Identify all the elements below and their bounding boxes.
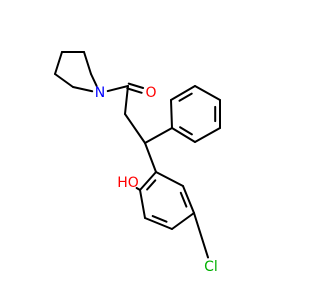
bond-aryl-inner-1 [146, 179, 157, 191]
atom-labels: N O HO Cl [95, 85, 218, 275]
bond-amide-n-c [106, 85, 129, 93]
bond-phenyl-2 [170, 85, 196, 101]
bond-chain-phenyl [144, 127, 173, 144]
bond-chain-2 [124, 113, 146, 144]
bond-phenyl-inner-1 [178, 92, 193, 102]
bond-aryl-4 [171, 212, 195, 230]
molecule-structure: N O HO Cl [54, 51, 221, 275]
bond-aryl-1 [139, 171, 157, 191]
bonds [54, 51, 221, 259]
bond-aryl-inner-3 [179, 191, 188, 208]
atom-label-hydroxyl: HO [117, 175, 139, 191]
bond-pyrrolidine-6 [54, 51, 63, 75]
bond-pyrrolidine-4 [72, 86, 94, 93]
bond-phenyl-3 [194, 85, 221, 101]
bond-pyrrolidine-2 [83, 51, 92, 75]
bond-pyrrolidine-3 [90, 73, 98, 87]
bond-carbonyl-a [126, 87, 143, 94]
bond-chain-1 [124, 85, 129, 115]
bond-pyrrolidine-5 [54, 73, 74, 88]
bond-chlorine [193, 212, 209, 259]
bond-hydroxyl [135, 187, 141, 191]
bond-phenyl-5 [194, 127, 221, 143]
atom-label-chlorine: Cl [204, 259, 218, 275]
bond-chain-aryl [144, 142, 157, 173]
bond-phenyl-1 [170, 99, 173, 129]
bond-phenyl-6 [171, 127, 196, 143]
bond-carbonyl-b [127, 82, 145, 89]
bond-aryl-5 [182, 185, 195, 214]
bond-aryl-inner-2 [151, 215, 168, 223]
bond-aryl-6 [155, 171, 184, 187]
atom-label-nitrogen: N [95, 85, 105, 101]
bond-aryl-3 [144, 217, 173, 230]
bond-phenyl-inner-3 [179, 126, 193, 136]
molecule-canvas: N O HO Cl [54, 51, 221, 275]
atom-label-oxygen: O [145, 85, 156, 101]
bond-aryl-2 [139, 189, 146, 219]
